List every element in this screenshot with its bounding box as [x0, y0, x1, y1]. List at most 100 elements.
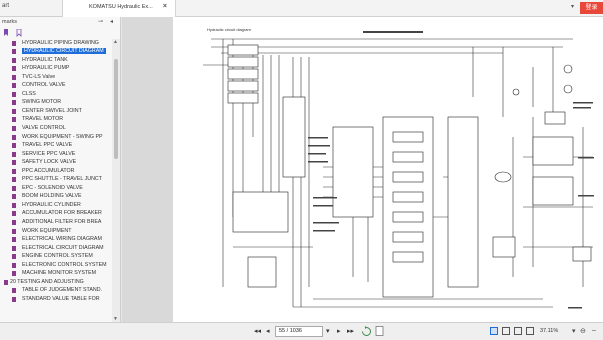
bookmark-item[interactable]: CONTROL VALVE — [0, 82, 112, 91]
zoom-level[interactable]: 37.11% — [540, 328, 559, 334]
tab-dropdown-icon[interactable]: ▾ — [571, 4, 575, 10]
bookmark-item[interactable]: MACHINE MONITOR SYSTEM — [0, 270, 112, 279]
last-page-button[interactable]: ▸▸ — [347, 328, 355, 335]
bookmark-icon — [12, 57, 16, 63]
bookmark-icon — [12, 134, 16, 140]
bookmark-item[interactable]: ADDITIONAL FILTER FOR BREA — [0, 218, 112, 227]
tab-start[interactable]: art — [2, 3, 10, 9]
bookmark-icon — [12, 91, 16, 97]
bookmark-label: SWING MOTOR — [22, 99, 62, 106]
tab-document[interactable]: KOMATSU Hydraulic Ex... × — [62, 0, 176, 17]
bookmark-item[interactable]: ENGINE CONTROL SYSTEM — [0, 253, 112, 262]
tab-bar: art KOMATSU Hydraulic Ex... × ▾ 登录 — [0, 0, 603, 17]
page-dropdown-icon[interactable]: ▾ — [326, 328, 330, 335]
bookmark-item[interactable]: HYDRAULIC TANK — [0, 56, 112, 65]
bookmark-label: TVC-LS Valve — [22, 73, 56, 80]
bookmark-icon — [12, 100, 16, 106]
bookmark-label: ADDITIONAL FILTER FOR BREA — [22, 218, 102, 225]
bookmark-item[interactable]: VALVE CONTROL — [0, 124, 112, 133]
bookmark-icon — [12, 262, 16, 268]
bookmark-item[interactable]: TRAVEL PPC VALVE — [0, 142, 112, 151]
bookmark-expand-icon[interactable] — [3, 29, 9, 37]
login-button[interactable]: 登录 — [580, 2, 603, 14]
bookmark-item[interactable]: SERVICE PPC VALVE — [0, 150, 112, 159]
next-page-button[interactable]: ▸ — [337, 328, 341, 335]
bookmark-item[interactable]: ELECTRICAL CIRCUIT DIAGRAM — [0, 244, 112, 253]
bookmark-item[interactable]: WORK EQUIPMENT - SWING PP — [0, 133, 112, 142]
bookmark-label: HYDRAULIC TANK — [22, 56, 68, 63]
bookmark-label: ELECTRONIC CONTROL SYSTEM — [22, 261, 107, 268]
bookmark-icon — [12, 177, 16, 183]
bookmark-label: CONTROL VALVE — [22, 82, 66, 89]
bookmark-label: HYDRAULIC CIRCUIT DIAGRAM — [22, 48, 106, 55]
bookmark-icon — [12, 245, 16, 251]
bookmark-item[interactable]: ELECTRONIC CONTROL SYSTEM — [0, 261, 112, 270]
bookmarks-header: marks ⊸ ◂ — [0, 17, 120, 28]
bookmark-label: ENGINE CONTROL SYSTEM — [22, 253, 93, 260]
single-page-view-button[interactable] — [490, 327, 498, 335]
bookmark-label: BOOM HOLDING VALVE — [22, 193, 82, 200]
diagram-title: Hydraulic circuit diagram — [207, 27, 251, 32]
bookmark-item[interactable]: CENTER SWIVEL JOINT — [0, 107, 112, 116]
bookmark-item[interactable]: CLSS — [0, 90, 112, 99]
status-bar: ◂◂ ◂ 55 / 1036 ▾ ▸ ▸▸ 37.11% ▾ ⊖ – — [0, 322, 603, 340]
collapse-panel-icon[interactable]: ◂ — [110, 19, 114, 25]
bookmark-item[interactable]: ELECTRICAL WIRING DIAGRAM — [0, 236, 112, 245]
bookmark-item[interactable]: PPC SHUTTLE - TRAVEL JUNCT — [0, 176, 112, 185]
bookmark-item[interactable]: SAFETY LOCK VALVE — [0, 159, 112, 168]
scroll-down-icon[interactable]: ▼ — [113, 316, 118, 322]
page-view-icon[interactable] — [375, 326, 385, 337]
bookmark-item[interactable]: HYDRAULIC PUMP — [0, 65, 112, 74]
bookmark-label: PPC ACCUMULATOR — [22, 167, 75, 174]
two-page-view-button[interactable] — [514, 327, 522, 335]
pin-icon[interactable]: ⊸ — [98, 19, 104, 25]
bookmark-label: VALVE CONTROL — [22, 124, 66, 131]
bookmark-item[interactable]: HYDRAULIC CIRCUIT DIAGRAM — [0, 48, 112, 57]
scrollbar-thumb[interactable] — [114, 59, 118, 159]
bookmark-item[interactable]: STANDARD VALUE TABLE FOR — [0, 295, 112, 304]
close-icon[interactable]: × — [162, 3, 167, 10]
bookmark-item[interactable]: TABLE OF JUDGEMENT STAND. — [0, 287, 112, 296]
bookmark-icon — [12, 296, 16, 302]
bookmark-icon — [12, 83, 16, 89]
pdf-page[interactable]: Hydraulic circuit diagram — [173, 17, 603, 322]
zoom-dropdown-icon[interactable]: ▾ — [572, 328, 576, 335]
bookmark-icon — [12, 185, 16, 191]
bookmark-item[interactable]: BOOM HOLDING VALVE — [0, 193, 112, 202]
scroll-up-icon[interactable]: ▲ — [113, 39, 118, 45]
bookmark-item[interactable]: TRAVEL MOTOR — [0, 116, 112, 125]
bookmark-icon — [12, 271, 16, 277]
bookmark-label: ACCUMULATOR FOR BREAKER — [22, 210, 102, 217]
bookmark-label: PPC SHUTTLE - TRAVEL JUNCT — [22, 176, 102, 183]
bookmark-item[interactable]: EPC - SOLENOID VALVE — [0, 184, 112, 193]
bookmark-icon — [12, 168, 16, 174]
bookmark-label: ELECTRICAL CIRCUIT DIAGRAM — [22, 244, 104, 251]
rotate-icon[interactable] — [361, 326, 372, 337]
bookmark-item[interactable]: HYDRAULIC PIPING DRAWING — [0, 39, 112, 48]
first-page-button[interactable]: ◂◂ — [254, 328, 262, 335]
bookmark-item[interactable]: 20 TESTING AND ADJUSTING — [0, 278, 112, 287]
page-number-input[interactable]: 55 / 1036 — [275, 326, 323, 337]
bookmarks-scrollbar[interactable]: ▲ ▼ — [112, 39, 120, 322]
fit-page-button[interactable] — [526, 327, 534, 335]
continuous-view-button[interactable] — [502, 327, 510, 335]
bookmark-label: EPC - SOLENOID VALVE — [22, 184, 83, 191]
prev-page-button[interactable]: ◂ — [266, 328, 270, 335]
bookmark-icon — [12, 74, 16, 80]
bookmark-item[interactable]: SWING MOTOR — [0, 99, 112, 108]
bookmark-item[interactable]: HYDRAULIC CYLINDER — [0, 201, 112, 210]
bookmark-item[interactable]: WORK EQUIPMENT — [0, 227, 112, 236]
tab-title: KOMATSU Hydraulic Ex... — [89, 4, 153, 10]
bookmark-icon — [12, 40, 16, 46]
zoom-out-icon[interactable]: ⊖ — [580, 328, 586, 335]
bookmark-label: SERVICE PPC VALVE — [22, 150, 76, 157]
bookmark-add-icon[interactable] — [16, 29, 22, 37]
hydraulic-circuit-diagram: Hydraulic circuit diagram — [203, 27, 594, 309]
bookmark-item[interactable]: PPC ACCUMULATOR — [0, 167, 112, 176]
zoom-in-icon[interactable]: – — [592, 327, 596, 334]
bookmark-icon — [12, 211, 16, 217]
bookmark-item[interactable]: TVC-LS Valve — [0, 73, 112, 82]
bookmark-item[interactable]: ACCUMULATOR FOR BREAKER — [0, 210, 112, 219]
